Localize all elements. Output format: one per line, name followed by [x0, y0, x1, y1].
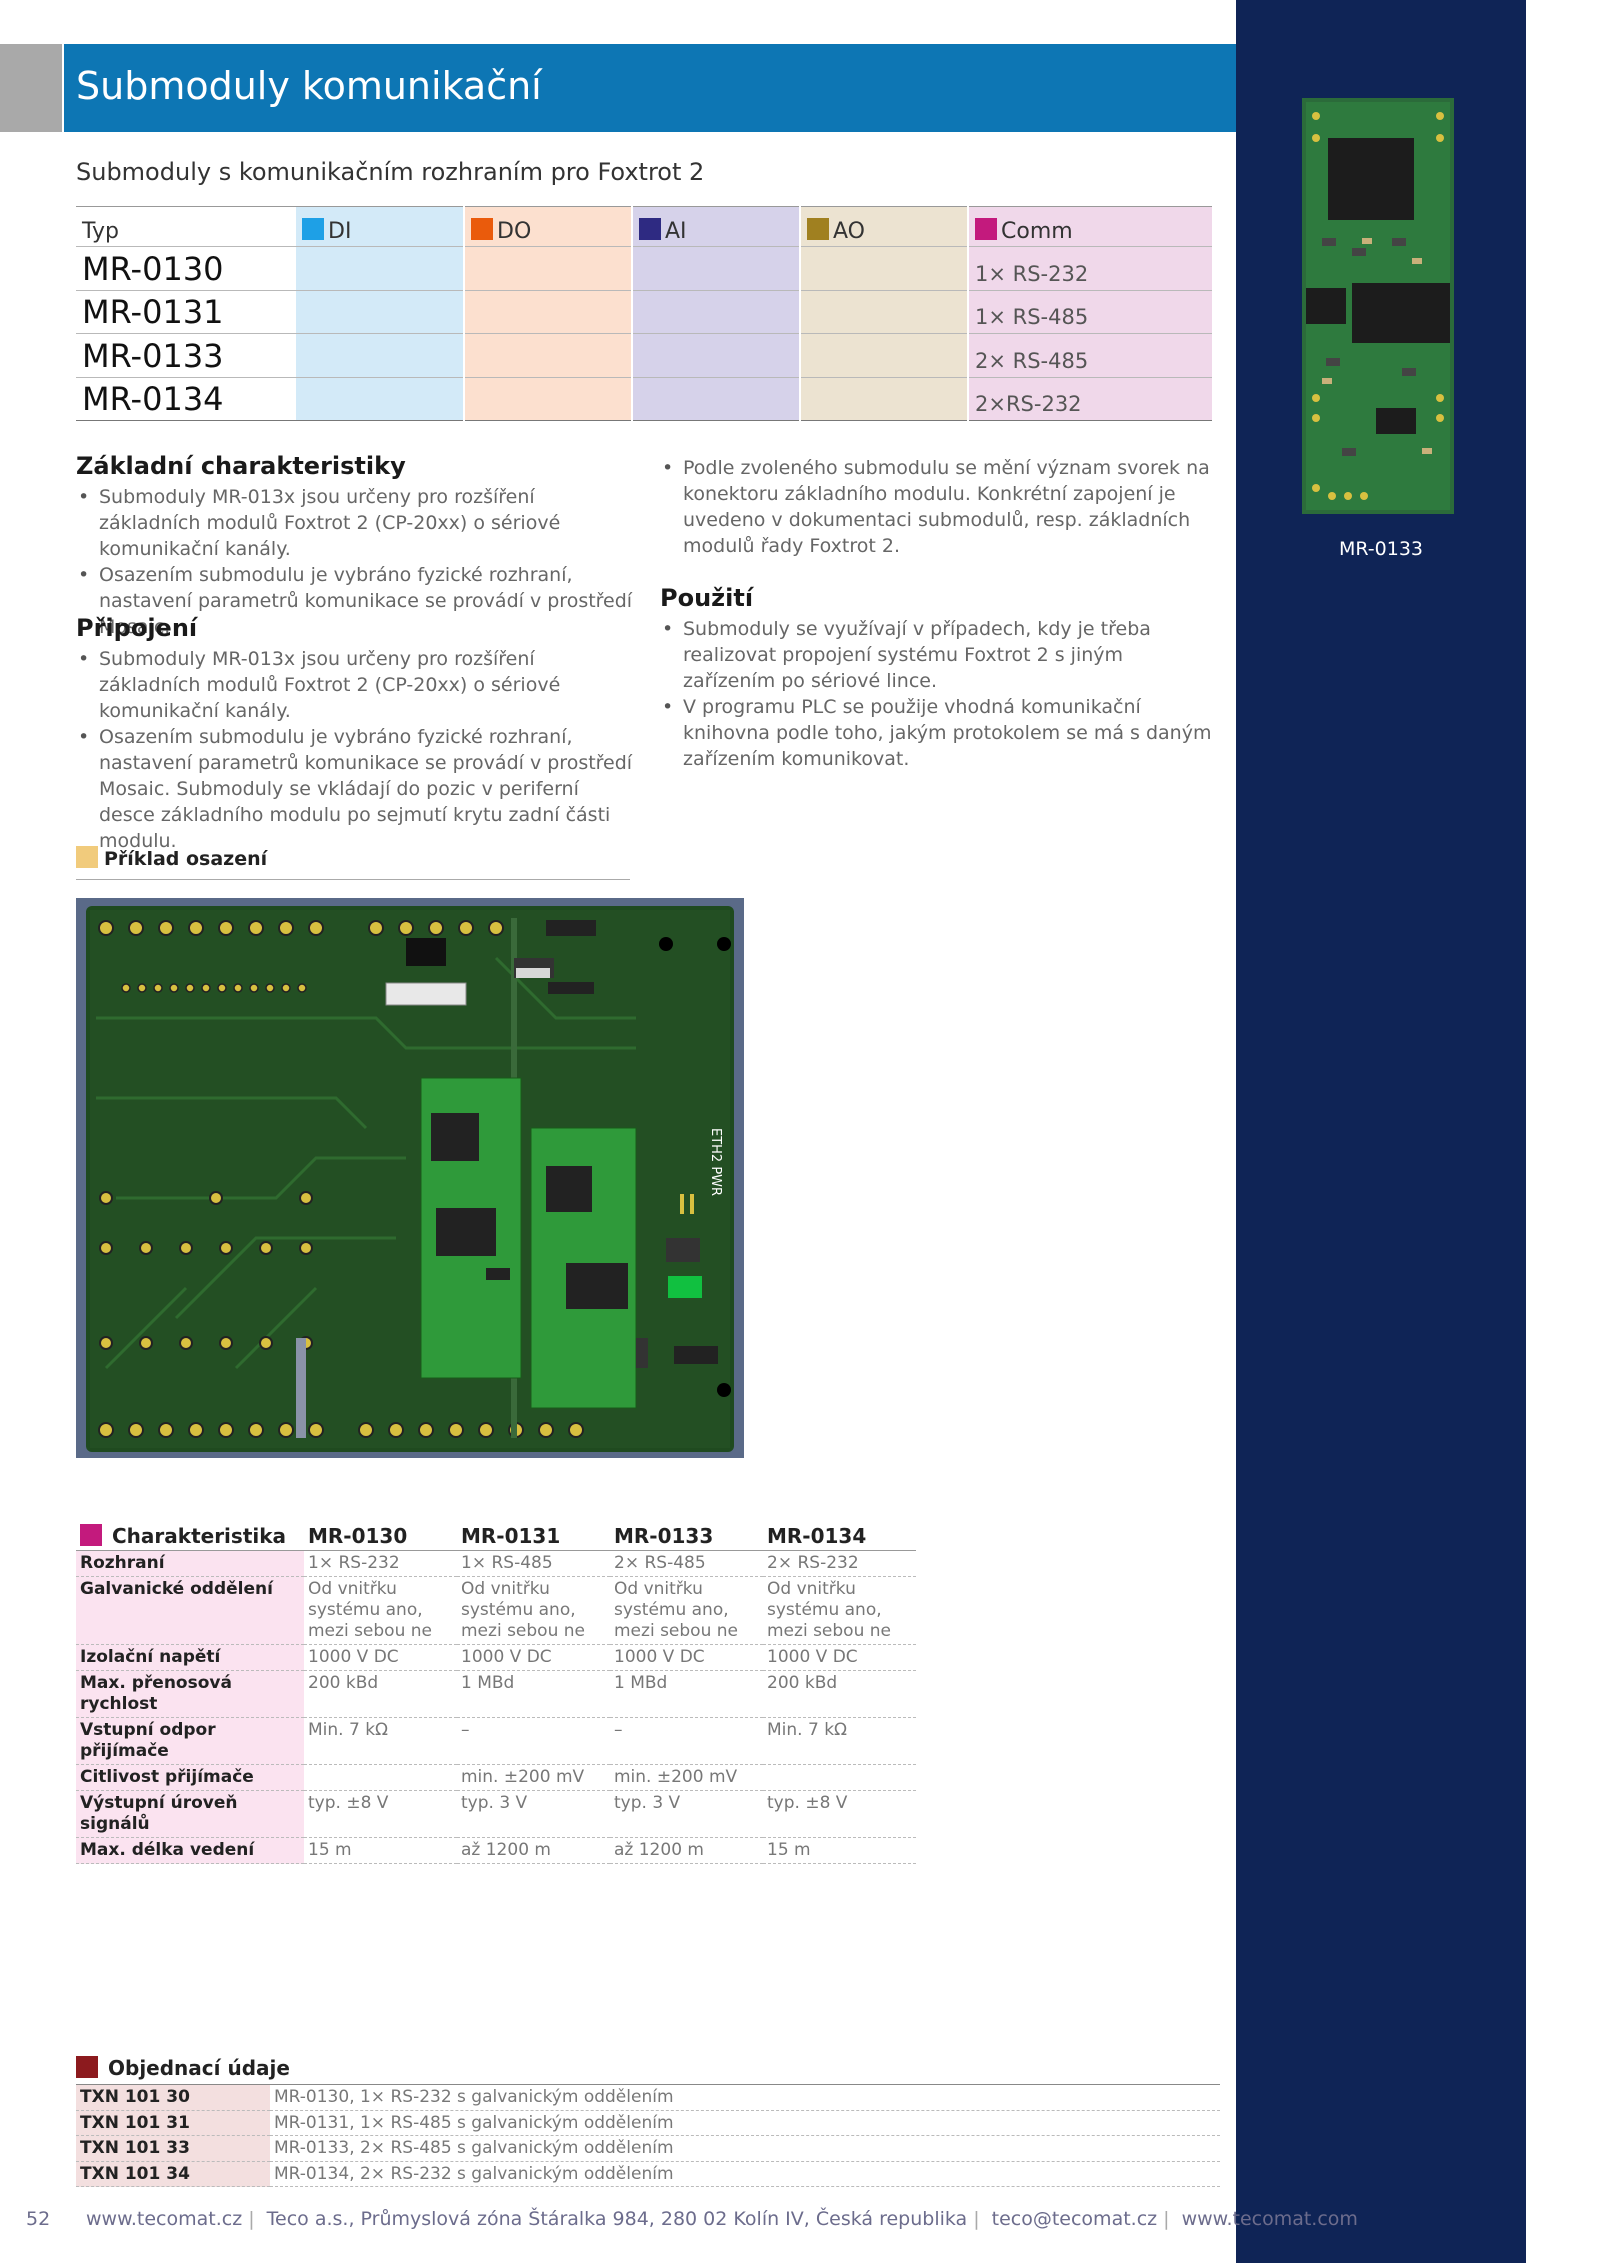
characteristics-table: Charakteristika MR-0130 MR-0131 MR-0133 …	[76, 1522, 916, 1864]
di-color-square	[302, 218, 324, 240]
example-label: Příklad osazení	[104, 848, 268, 870]
list-item: Podle zvoleného submodulu se mění význam…	[660, 455, 1220, 559]
comm-value: 1× RS-232	[968, 246, 1212, 291]
char-col-header: MR-0131	[457, 1522, 610, 1551]
list-item: V programu PLC se použije vhodná komunik…	[660, 694, 1220, 772]
section-right-top: Podle zvoleného submodulu se mění význam…	[660, 455, 1220, 559]
page-footer: 52 www.tecomat.cz| Teco a.s., Průmyslová…	[26, 2208, 1358, 2230]
model-name: MR-0130	[76, 246, 296, 291]
table-row: MR-0133 2× RS-485	[76, 333, 1212, 378]
submodule-photo	[1302, 98, 1454, 514]
page-subtitle: Submoduly s komunikačním rozhraním pro F…	[76, 158, 705, 186]
list-item: Osazením submodulu je vybráno fyzické ro…	[76, 724, 636, 854]
footer-link-email[interactable]: teco@tecomat.cz	[991, 2208, 1158, 2230]
ai-col-header: AI	[632, 206, 801, 247]
do-col-header: DO	[464, 206, 633, 247]
type-table: Typ DI DO AI AO Comm MR-0130 1× RS-232 M…	[76, 206, 1212, 421]
comm-value: 1× RS-485	[968, 290, 1212, 334]
section-heading: Připojení	[76, 614, 198, 642]
di-col-header: DI	[296, 206, 465, 247]
pcb-example-image: ETH2 PWR	[76, 898, 744, 1458]
ao-col-header: AO	[800, 206, 969, 247]
order-heading: Objednací údaje	[76, 2056, 290, 2080]
comm-col-header: Comm	[968, 206, 1212, 247]
ai-color-square	[639, 218, 661, 240]
footer-link-web-com[interactable]: www.tecomat.com	[1181, 2208, 1358, 2230]
section-pouziti: Použití Submoduly se využívají v případe…	[660, 584, 1220, 772]
table-row: Vstupní odpor přijímače Min. 7 kΩ––Min. …	[76, 1717, 916, 1765]
characteristics-color-square	[80, 1524, 102, 1546]
table-row: MR-0130 1× RS-232	[76, 246, 1212, 291]
footer-link-web[interactable]: www.tecomat.cz	[86, 2208, 243, 2230]
example-color-square	[76, 846, 98, 868]
char-col-header: MR-0130	[304, 1522, 457, 1551]
page-title: Submoduly komunikační	[76, 64, 542, 108]
model-name: MR-0131	[76, 290, 296, 334]
submodule-caption: MR-0133	[1338, 538, 1424, 560]
do-color-square	[471, 218, 493, 240]
example-heading: Příklad osazení	[76, 846, 630, 880]
header-tab-marker	[0, 44, 62, 132]
comm-value: 2× RS-485	[968, 333, 1212, 378]
table-row: MR-0131 1× RS-485	[76, 290, 1212, 334]
type-col-header: Typ	[76, 206, 296, 247]
comm-value: 2×RS-232	[968, 377, 1212, 421]
section-pripojeni: Připojení Submoduly MR-013x jsou určeny …	[76, 614, 636, 854]
char-col-header: MR-0133	[610, 1522, 763, 1551]
ao-color-square	[807, 218, 829, 240]
char-col-header: MR-0134	[763, 1522, 916, 1551]
list-item: Submoduly MR-013x jsou určeny pro rozšíř…	[76, 484, 636, 562]
comm-color-square	[975, 218, 997, 240]
char-col-header: Charakteristika	[76, 1522, 304, 1551]
header-bar	[64, 44, 1236, 132]
board-marking: ETH2 PWR	[708, 1128, 723, 1196]
right-margin	[1526, 0, 1600, 2263]
page-number: 52	[26, 2208, 51, 2230]
list-item: Submoduly se využívají v případech, kdy …	[660, 616, 1220, 694]
table-row: Galvanické oddělení Od vnitřku systému a…	[76, 1576, 916, 1645]
list-item: Submoduly MR-013x jsou určeny pro rozšíř…	[76, 646, 636, 724]
model-name: MR-0134	[76, 377, 296, 421]
model-name: MR-0133	[76, 333, 296, 378]
section-heading: Základní charakteristiky	[76, 452, 406, 480]
section-heading: Použití	[660, 584, 754, 612]
table-row: MR-0134 2×RS-232	[76, 377, 1212, 421]
footer-address: Teco a.s., Průmyslová zóna Štáralka 984,…	[266, 2208, 968, 2230]
section-zakladni: Základní charakteristiky Submoduly MR-01…	[76, 452, 636, 640]
list-item: Osazením submodulu je vybráno fyzické ro…	[76, 562, 636, 640]
order-color-square	[76, 2056, 98, 2078]
